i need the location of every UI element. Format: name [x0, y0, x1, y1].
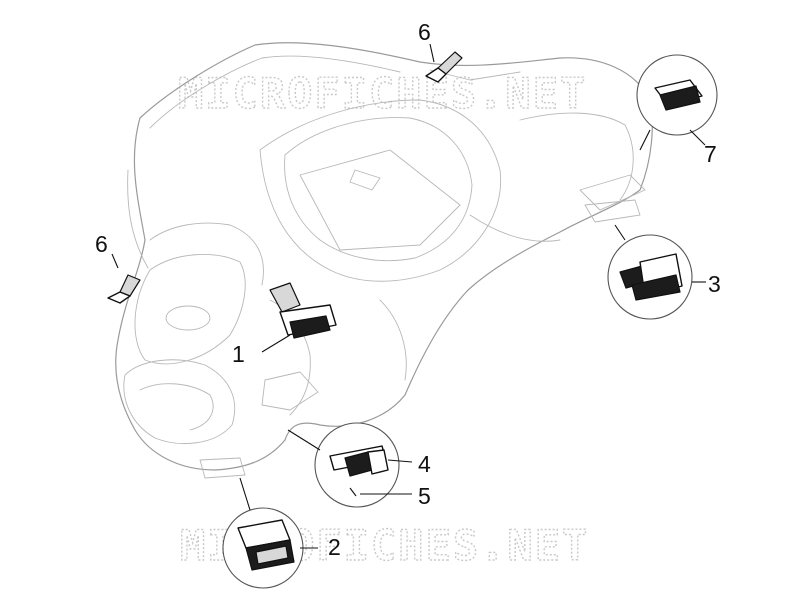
part-1-switch	[261, 282, 337, 353]
callout-2: 2	[328, 534, 341, 560]
part-3-switch-detail	[607, 224, 706, 320]
part-2-switch-detail	[222, 477, 318, 589]
callout-3: 3	[708, 271, 721, 297]
callout-7: 7	[704, 141, 717, 167]
callout-6-top: 6	[418, 19, 431, 45]
callout-4: 4	[418, 451, 431, 477]
callout-1: 1	[232, 341, 245, 367]
part-7-switch-detail	[636, 54, 718, 151]
part-6-bulb-left	[107, 253, 141, 304]
callout-5: 5	[418, 483, 431, 509]
part-4-5-detail	[287, 422, 413, 508]
callout-6-left: 6	[95, 231, 108, 257]
watermark-top: MICROFICHES.NET	[178, 69, 587, 118]
part-6-bulb-top	[425, 43, 463, 83]
